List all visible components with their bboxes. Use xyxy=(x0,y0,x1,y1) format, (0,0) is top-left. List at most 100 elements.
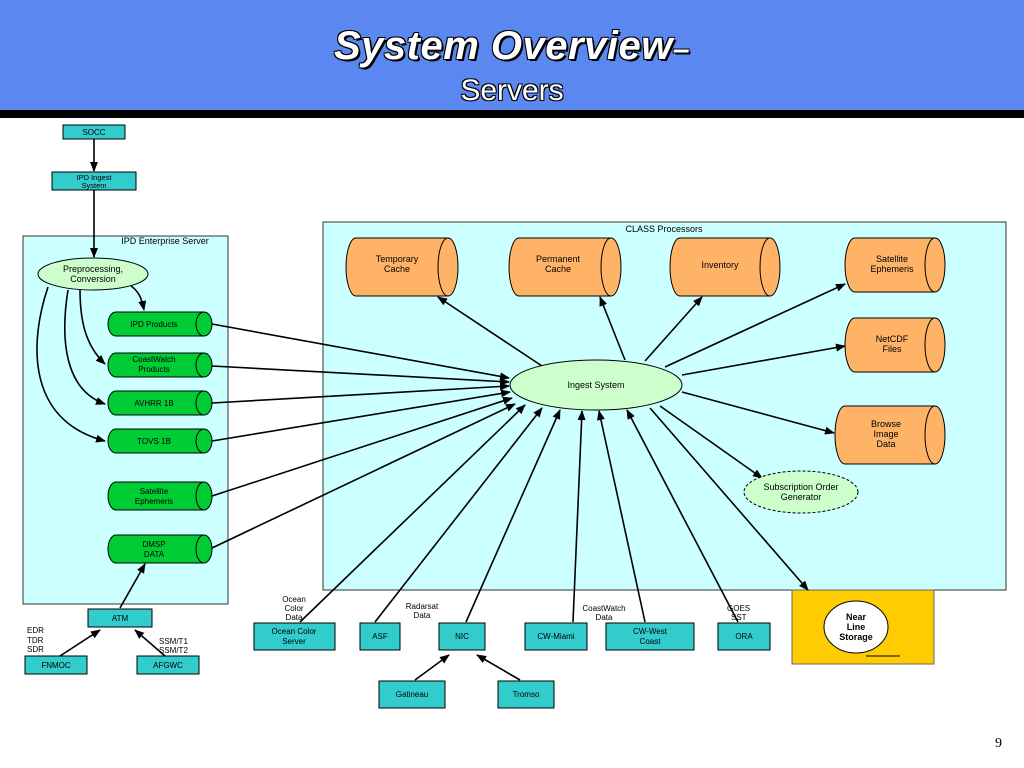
page-number: 9 xyxy=(995,736,1002,751)
socc-box[interactable]: SOCC xyxy=(62,124,126,140)
arrow-ingest-temp-cache xyxy=(437,296,546,369)
ocean-data-label-3: Data xyxy=(286,613,303,622)
netcdf-files-cylinder[interactable]: NetCDF Files xyxy=(844,317,946,373)
tovs-cylinder[interactable]: TOVS 1B xyxy=(107,428,213,454)
radarsat-data-note: Radarsat Data xyxy=(406,602,439,620)
arrow-ingest-inventory xyxy=(644,296,703,362)
temporary-cache-cylinder[interactable]: Temporary Cache xyxy=(345,237,459,297)
browse-label-3: Data xyxy=(876,439,895,449)
ocean-data-label-1: Ocean xyxy=(282,595,306,604)
ingest-system[interactable]: Ingest System xyxy=(509,359,683,411)
arrow-nic-ingest xyxy=(465,409,561,623)
ocean-server-label-2: Server xyxy=(282,637,306,646)
asf-box[interactable]: ASF xyxy=(359,622,401,651)
cw-west-label-2: Coast xyxy=(640,637,662,646)
arrow-avhrr-ingest xyxy=(211,382,510,404)
ipd-enterprise-server-label: IPD Enterprise Server xyxy=(121,236,209,246)
ipd-ingest-box[interactable]: IPD Ingest System xyxy=(51,171,137,191)
slide-title: System Overview– xyxy=(0,24,1024,69)
arrow-pre-avhrr xyxy=(63,289,106,405)
coastwatch-data-note: CoastWatch Data xyxy=(582,604,625,622)
ocean-color-server-box[interactable]: Ocean Color Server xyxy=(253,622,336,651)
arrow-ingest-near-line xyxy=(649,407,809,591)
arrow-tovs-ingest xyxy=(211,389,511,442)
near-line-storage[interactable]: Near Line Storage xyxy=(791,589,935,665)
preprocessing-label-1: Preprocessing, xyxy=(63,264,123,274)
tromso-box[interactable]: Tromso xyxy=(497,680,555,709)
browse-label-2: Image xyxy=(873,429,898,439)
ipd-products-cylinder[interactable]: IPD Products xyxy=(107,311,213,337)
arrow-fnmoc-atm xyxy=(59,629,101,657)
arrow-cw-miami-ingest xyxy=(572,410,586,623)
perm-cache-label-1: Permanent xyxy=(536,254,581,264)
arrow-satephem-ingest xyxy=(211,396,513,497)
preprocessing-conversion[interactable]: Preprocessing, Conversion xyxy=(37,257,149,291)
coastwatch-products-label-2: Products xyxy=(138,365,170,374)
arrow-ora-ingest xyxy=(626,409,739,623)
cw-west-coast-box[interactable]: CW-West Coast xyxy=(605,622,695,651)
browse-image-data-cylinder[interactable]: Browse Image Data xyxy=(834,405,946,465)
subscription-order-generator[interactable]: Subscription Order Generator xyxy=(743,470,859,514)
sst-label: SST xyxy=(731,613,747,622)
sat-ephem-left-label-1: Satellite xyxy=(140,487,169,496)
near-line-label-1: Near xyxy=(846,612,867,622)
arrow-tromso-nic xyxy=(476,654,521,681)
ssm-t1-label: SSM/T1 xyxy=(159,637,188,646)
preprocessing-label-2: Conversion xyxy=(70,274,116,284)
dmsp-data-cylinder[interactable]: DMSP DATA xyxy=(107,534,213,564)
ora-label: ORA xyxy=(735,632,753,641)
avhrr-cylinder[interactable]: AVHRR 1B xyxy=(107,390,213,416)
ingest-system-label: Ingest System xyxy=(567,380,624,390)
afgwc-box[interactable]: AFGWC xyxy=(136,655,200,675)
netcdf-label-2: Files xyxy=(882,344,902,354)
cw-miami-box[interactable]: CW-Miami xyxy=(524,622,588,651)
slide-title-dash: – xyxy=(672,33,690,66)
tromso-label: Tromso xyxy=(513,690,540,699)
arrow-ingest-sat-ephemeris xyxy=(664,283,846,368)
permanent-cache-cylinder[interactable]: Permanent Cache xyxy=(508,237,622,297)
ipd-ingest-label-1: IPD Ingest xyxy=(76,173,112,182)
coastwatch-data-label-2: Data xyxy=(596,613,613,622)
near-line-label-2: Line xyxy=(847,622,866,632)
asf-label: ASF xyxy=(372,632,388,641)
title-divider xyxy=(0,110,1024,118)
coastwatch-products-cylinder[interactable]: CoastWatch Products xyxy=(107,352,213,378)
coastwatch-products-label-1: CoastWatch xyxy=(132,355,175,364)
inventory-cylinder[interactable]: Inventory xyxy=(669,237,781,297)
fnmoc-box[interactable]: FNMOC xyxy=(24,655,88,675)
atm-box[interactable]: ATM xyxy=(87,608,153,628)
tovs-label: TOVS 1B xyxy=(137,437,171,446)
arrow-pre-tovs xyxy=(36,286,106,443)
class-processors-label: CLASS Processors xyxy=(625,224,703,234)
title-banner xyxy=(0,0,1024,110)
perm-cache-label-2: Cache xyxy=(545,264,571,274)
arrow-ocean-ingest xyxy=(299,404,526,623)
arrow-atm-dmsp xyxy=(119,563,146,609)
coastwatch-data-label-1: CoastWatch xyxy=(582,604,625,613)
ipd-products-label: IPD Products xyxy=(130,320,177,329)
sat-ephem-right-label-1: Satellite xyxy=(876,254,908,264)
sdr-label: SDR xyxy=(27,645,44,654)
arrow-ingest-subscription xyxy=(659,405,763,479)
gatineau-box[interactable]: Gatineau xyxy=(378,680,446,709)
arrow-gatineau-nic xyxy=(414,654,450,681)
goes-sst-note: GOES SST xyxy=(727,604,750,622)
slide-title-text: System Overview xyxy=(334,24,673,68)
arrow-asf-ingest xyxy=(374,407,543,623)
avhrr-label: AVHRR 1B xyxy=(134,399,173,408)
slide-subtitle: Servers xyxy=(460,74,564,107)
ora-box[interactable]: ORA xyxy=(717,622,771,651)
dmsp-label-2: DATA xyxy=(144,550,165,559)
temp-cache-label-2: Cache xyxy=(384,264,410,274)
satellite-ephemeris-left-cylinder[interactable]: Satellite Ephemeris xyxy=(107,481,213,511)
ssm-t2-label: SSM/T2 xyxy=(159,646,188,655)
inventory-label: Inventory xyxy=(701,260,739,270)
arrow-ipd-products-ingest xyxy=(211,323,510,381)
satellite-ephemeris-right-cylinder[interactable]: Satellite Ephemeris xyxy=(844,237,946,293)
browse-label-1: Browse xyxy=(871,419,901,429)
goes-label: GOES xyxy=(727,604,750,613)
nic-box[interactable]: NIC xyxy=(438,622,486,651)
cw-west-label-1: CW-West xyxy=(633,627,668,636)
ocean-color-data-note: Ocean Color Data xyxy=(282,595,306,622)
